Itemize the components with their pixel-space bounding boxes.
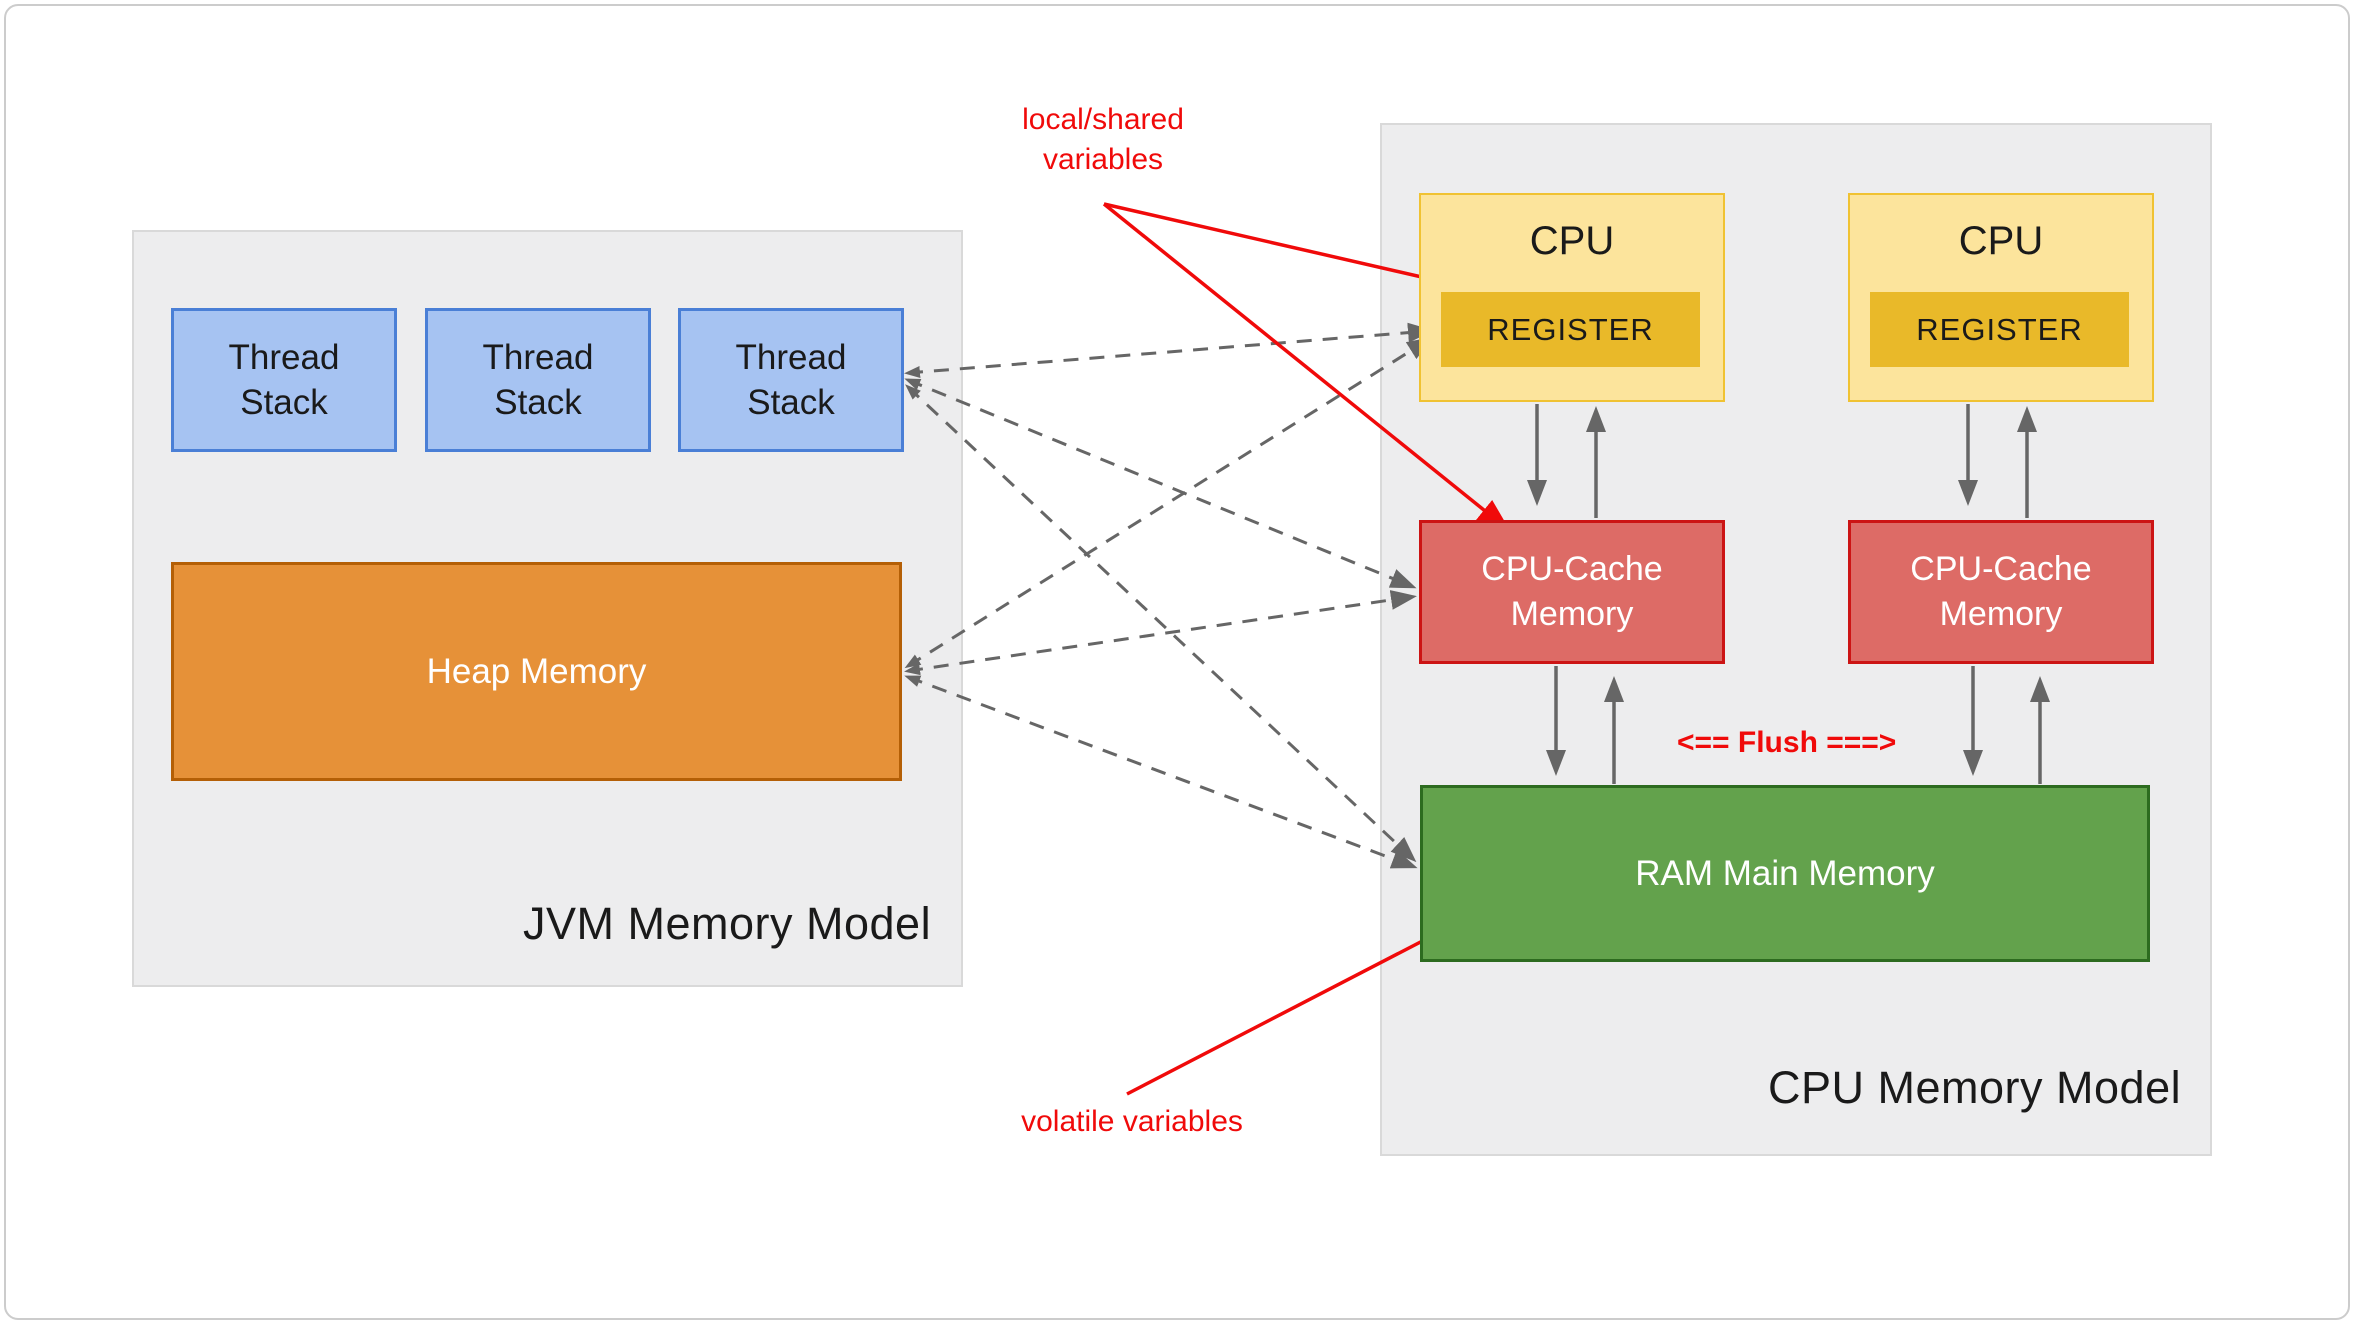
dashed-connector-heap-register	[904, 336, 1434, 669]
cpu-label: CPU	[1529, 219, 1615, 263]
cpu-box-1: CPU REGISTER	[1419, 193, 1725, 402]
thread-stack-box-1: Thread Stack	[171, 308, 397, 452]
cpu-cache-label: CPU-Cache Memory	[1481, 550, 1663, 633]
thread-stack-label: Thread Stack	[482, 338, 594, 422]
heap-memory-box: Heap Memory	[171, 562, 902, 781]
annotation-local-shared-variables: local/shared variables	[1022, 103, 1184, 176]
ram-main-memory-label: RAM Main Memory	[1635, 853, 1935, 893]
annotation-volatile-variables: volatile variables	[1021, 1105, 1243, 1138]
cpu-label: CPU	[1958, 219, 2044, 263]
flush-label: <== Flush ===>	[1677, 726, 1897, 759]
register-label: REGISTER	[1916, 311, 2083, 347]
cpu-cache-box-1: CPU-Cache Memory	[1419, 520, 1725, 664]
dashed-connector-threadstack-cache	[904, 378, 1417, 589]
thread-stack-box-3: Thread Stack	[678, 308, 904, 452]
ram-main-memory-box: RAM Main Memory	[1420, 785, 2150, 962]
register-box-1: REGISTER	[1441, 292, 1700, 367]
dashed-connectors	[904, 322, 1434, 869]
register-box-2: REGISTER	[1870, 292, 2129, 367]
heap-memory-label: Heap Memory	[426, 651, 647, 691]
thread-stack-label: Thread Stack	[735, 338, 847, 422]
cpu-cache-box-2: CPU-Cache Memory	[1848, 520, 2154, 664]
dashed-connector-heap-ram	[904, 675, 1418, 869]
dashed-connector-heap-cache	[904, 590, 1417, 676]
register-label: REGISTER	[1487, 311, 1654, 347]
dashed-connector-threadstack-register	[904, 322, 1434, 379]
cpu-box-2: CPU REGISTER	[1848, 193, 2154, 402]
cpu-model-title: CPU Memory Model	[1768, 1062, 2182, 1113]
cpu-cache-label: CPU-Cache Memory	[1910, 550, 2092, 633]
dashed-connector-threadstack-ram	[905, 384, 1417, 863]
jvm-model-title: JVM Memory Model	[523, 898, 932, 949]
thread-stack-box-2: Thread Stack	[425, 308, 651, 452]
thread-stack-label: Thread Stack	[228, 338, 340, 422]
